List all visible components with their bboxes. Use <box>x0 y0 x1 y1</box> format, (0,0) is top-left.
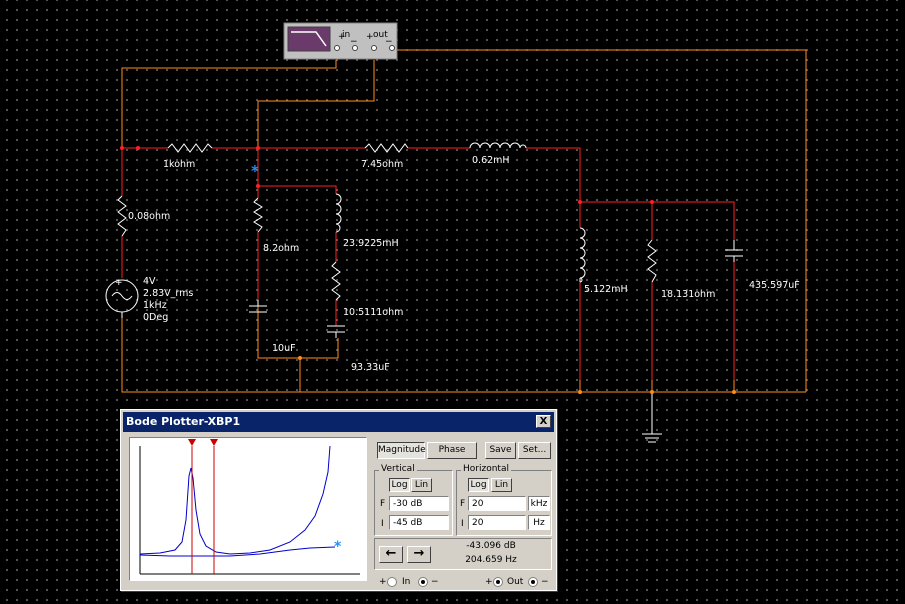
phase-trace <box>139 546 336 557</box>
label-r-branch1: 8.2ohm <box>263 243 299 254</box>
label-c-branch1: 10uF <box>272 343 296 354</box>
bode-plotter-instrument[interactable]: + in − + out − <box>283 22 398 60</box>
in-minus-label: − <box>431 577 439 587</box>
horizontal-title: Horizontal <box>461 464 511 474</box>
magnitude-trace <box>139 445 331 555</box>
cursor-left-handle-icon[interactable] <box>188 439 196 446</box>
save-button[interactable]: Save <box>485 442 516 459</box>
resistor-10-5111ohm <box>331 261 341 301</box>
horizontal-final-unit[interactable]: kHz <box>528 496 550 511</box>
readout-group <box>374 538 552 570</box>
resistor-0-08ohm <box>117 195 127 237</box>
instrument-out-minus: − <box>385 37 393 47</box>
vertical-initial-field[interactable]: -45 dB <box>389 515 449 530</box>
label-r-branch2: 10.5111ohm <box>343 307 403 318</box>
out-label: Out <box>507 577 524 587</box>
bode-titlebar[interactable]: Bode Plotter-XBP1 X <box>123 412 554 432</box>
readout-frequency: 204.659 Hz <box>465 555 517 565</box>
vertical-f-label: F <box>380 499 386 509</box>
out-minus-terminal[interactable] <box>528 577 538 587</box>
label-source-1: 4V <box>143 276 156 287</box>
vertical-i-label: I <box>381 519 384 529</box>
ground-symbol <box>642 392 662 443</box>
label-l-shunt: 5.122mH <box>584 284 628 295</box>
out-plus-terminal[interactable] <box>493 577 503 587</box>
label-r-source: 0.08ohm <box>128 211 170 222</box>
in-plus-terminal[interactable] <box>387 577 397 587</box>
source-plus: + <box>115 278 123 288</box>
bode-plot-area[interactable]: * <box>129 437 367 581</box>
label-l-series: 0.62mH <box>472 155 510 166</box>
instrument-in-minus: − <box>350 37 358 47</box>
bode-plotter-window[interactable]: Bode Plotter-XBP1 X * Magnitude Phase Sa… <box>120 409 557 591</box>
cursor-right-button[interactable]: → <box>407 546 431 563</box>
orange-wires <box>121 49 807 393</box>
label-r-mid: 7.45ohm <box>361 159 403 170</box>
out-plus-label: + <box>485 577 493 587</box>
bode-title: Bode Plotter-XBP1 <box>126 415 241 428</box>
readout-magnitude: -43.096 dB <box>466 541 516 551</box>
label-c-branch2: 93.33uF <box>351 362 390 373</box>
horizontal-final-field[interactable]: 20 <box>468 496 526 511</box>
resistor-18-131ohm <box>647 239 657 283</box>
horizontal-initial-unit[interactable]: Hz <box>528 515 550 530</box>
instrument-in-label: in <box>342 30 350 40</box>
red-wires <box>121 147 735 380</box>
magnitude-button[interactable]: Magnitude <box>377 442 426 459</box>
horizontal-f-label: F <box>460 499 466 509</box>
inductor-5-122mh <box>579 227 586 283</box>
in-plus-label: + <box>379 577 387 587</box>
label-r-shunt: 18.131ohm <box>661 289 715 300</box>
phase-button[interactable]: Phase <box>427 442 477 459</box>
vertical-final-field[interactable]: -30 dB <box>389 496 449 511</box>
cursor-left-button[interactable]: ← <box>379 546 403 563</box>
probe-marker-icon[interactable]: * <box>251 162 259 180</box>
instrument-in-plus: + <box>338 32 346 42</box>
probe-marker-icon: * <box>334 539 342 555</box>
inductor-23-9225mh <box>335 193 342 233</box>
out-minus-label: − <box>541 577 549 587</box>
label-source-4: 0Deg <box>143 312 168 323</box>
resistor-8-2ohm <box>253 197 263 233</box>
instrument-out-label: out <box>373 30 388 40</box>
horizontal-log-button[interactable]: Log <box>468 478 489 492</box>
horizontal-i-label: I <box>461 519 464 529</box>
label-source-2: 2.83V_rms <box>143 288 193 299</box>
horizontal-lin-button[interactable]: Lin <box>491 478 512 492</box>
label-r1: 1kohm <box>163 159 195 170</box>
inductor-0-62mh <box>469 142 527 149</box>
vertical-lin-button[interactable]: Lin <box>411 478 432 492</box>
in-label: In <box>402 577 411 587</box>
cursor-right-handle-icon[interactable] <box>210 439 218 446</box>
label-l-branch2: 23.9225mH <box>343 238 399 249</box>
instrument-out-plus: + <box>366 32 374 42</box>
label-c-shunt: 435.597uF <box>749 280 800 291</box>
label-source-3: 1kHz <box>143 300 167 311</box>
vertical-log-button[interactable]: Log <box>389 478 410 492</box>
set-button[interactable]: Set... <box>518 442 551 459</box>
resistor-1kohm <box>167 143 213 153</box>
resistor-7-45ohm <box>364 143 409 153</box>
components <box>105 142 743 333</box>
in-minus-terminal[interactable] <box>418 577 428 587</box>
bode-plot-svg: * <box>139 439 360 575</box>
junction-dots <box>120 146 654 204</box>
vertical-title: Vertical <box>379 464 417 474</box>
close-icon[interactable]: X <box>536 415 551 428</box>
horizontal-initial-field[interactable]: 20 <box>468 515 526 530</box>
